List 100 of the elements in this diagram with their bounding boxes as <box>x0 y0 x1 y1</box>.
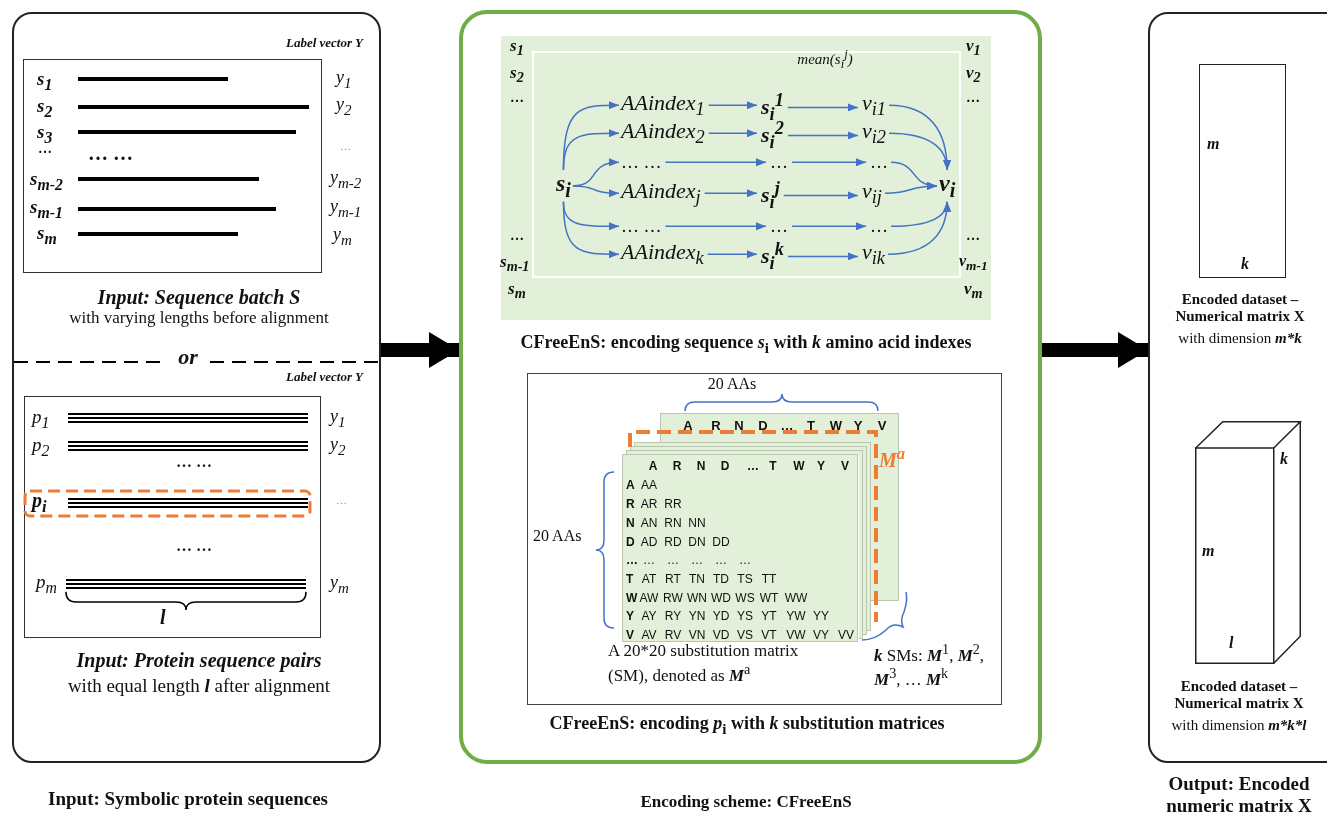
matrix-cell-text: VV <box>837 629 855 643</box>
dimension-label: l <box>1229 634 1234 653</box>
matrix-header: N <box>695 460 707 474</box>
math-symbol: y$_{m-2}$ <box>330 167 362 192</box>
math-symbol: y$_{1}$ <box>330 406 346 431</box>
ellipsis: … <box>510 228 524 245</box>
math-symbol: s$_{m}$ <box>37 222 57 248</box>
matrix-cell-text: … <box>714 554 728 568</box>
ellipsis: … <box>966 90 980 107</box>
matrix-cell-text: YY <box>812 610 830 624</box>
math-symbol: y$_{2}$ <box>336 94 352 119</box>
arrow <box>787 252 859 261</box>
matrix-cell-text: AN <box>639 517 659 531</box>
math-symbol: y$_{m}$ <box>330 572 349 597</box>
matrix-cell-text: WT <box>758 592 780 606</box>
dimension-label: m <box>1202 542 1215 561</box>
matrix-row-label: R <box>626 498 635 512</box>
matrix-cell-text: YD <box>711 610 731 624</box>
matrix-header: Y <box>852 419 864 434</box>
math-symbol: v$_{i2}$ <box>862 118 887 149</box>
matrix-label: M$^{a}$ <box>879 444 906 472</box>
matrix-row-label: W <box>626 592 638 606</box>
math-symbol: v$_{2}$ <box>966 63 981 86</box>
math-symbol: AAindex$_{2}$ <box>621 118 705 149</box>
panel-title: Output: Encoded numeric matrix X <box>1165 773 1313 817</box>
matrix-cell-text: WD <box>710 592 732 606</box>
matrix-cell-text: VY <box>812 629 830 643</box>
matrix-header: T <box>806 419 816 434</box>
matrix-cell-text: AD <box>639 536 659 550</box>
matrix-header: A <box>682 419 694 434</box>
caption-title: Encoded dataset – Numerical matrix X <box>1173 678 1305 713</box>
separator-label: or <box>177 344 199 370</box>
matrix-header: V <box>876 419 888 434</box>
math-symbol: v$_{m}$ <box>964 279 983 302</box>
matrix-cell-text: TN <box>688 573 706 587</box>
ellipsis: … … <box>176 537 212 556</box>
arrow <box>884 182 938 194</box>
math-symbol: v$_{i}$ <box>939 170 956 202</box>
math-symbol: p$_{m}$ <box>36 571 57 597</box>
arrow <box>664 222 767 231</box>
ellipsis: … <box>966 228 980 245</box>
math-symbol: s$_{1}$ <box>510 36 524 59</box>
caption-text: with dimension m*k <box>1177 330 1303 348</box>
matrix-cell-text: YT <box>760 610 778 624</box>
math-symbol: s$_{1}$ <box>37 68 53 94</box>
math-symbol: … … <box>621 216 662 237</box>
arrow <box>572 185 620 197</box>
matrix-cell-text: RV <box>663 629 683 643</box>
matrix-cell-text: DN <box>687 536 707 550</box>
description-text: A 20*20 substitution matrix (SM), denoted as M$^{a}$ <box>608 641 800 685</box>
matrix-header: W <box>792 460 806 474</box>
dimension-label: 20 AAs <box>533 527 582 546</box>
math-symbol: s$_{i}$ <box>556 170 571 202</box>
math-symbol: s$_{m-1}$ <box>30 196 63 222</box>
matrix-cell-text: YS <box>736 610 754 624</box>
ellipsis: … <box>340 140 351 153</box>
math-symbol: p$_{1}$ <box>32 406 50 432</box>
panel-title: Input: Symbolic protein sequences <box>47 788 329 810</box>
matrix-header: Y <box>816 460 826 474</box>
matrix-cell-text: YW <box>785 610 807 624</box>
caption-text: with varying lengths before alignment <box>68 308 330 328</box>
caption-text: with equal length l after alignment <box>66 675 332 697</box>
arrow <box>562 201 620 259</box>
math-symbol: v$_{ij}$ <box>862 178 882 209</box>
description-text: k SMs: M$^{1}$, M$^{2}$, M$^{3}$, … M$^{k}$ <box>874 641 986 690</box>
arrow <box>703 189 758 198</box>
ellipsis: … … <box>176 453 212 472</box>
matrix-cell-text: AW <box>638 592 660 606</box>
dimension-label: l <box>160 606 166 629</box>
arrow <box>783 191 859 200</box>
matrix-cell-text: RY <box>663 610 683 624</box>
formula-label: mean(s$_{i}$$^{j}$) <box>796 47 854 72</box>
math-symbol: s$_{m-2}$ <box>30 168 63 194</box>
matrix-cell-text: AA <box>640 479 658 493</box>
matrix-cell-text: … <box>642 554 656 568</box>
matrix-header: N <box>733 419 745 434</box>
table-heading: Label vector Y <box>285 36 363 51</box>
matrix-cell-text: … <box>690 554 704 568</box>
ellipsis: … <box>336 494 347 507</box>
matrix-header: D <box>719 460 731 474</box>
caption-title: CFreeEnS: encoding p$_{i}$ with k substitution matrices <box>548 713 946 738</box>
matrix-header: … <box>746 460 760 474</box>
arrow <box>562 129 620 171</box>
math-symbol: AAindex$_{1}$ <box>621 90 705 121</box>
caption-title: Input: Sequence batch S <box>96 286 302 309</box>
matrix-row-label: A <box>626 479 635 493</box>
ellipsis: … … <box>88 142 133 165</box>
matrix-cell-text: NN <box>687 517 707 531</box>
arrow <box>707 101 758 110</box>
math-symbol: v$_{m-1}$ <box>959 252 988 274</box>
matrix-row-label: T <box>626 573 634 587</box>
matrix-cell-text: AT <box>640 573 658 587</box>
math-symbol: s$_{m-1}$ <box>500 252 530 275</box>
matrix-cell-text: WS <box>734 592 756 606</box>
matrix-cell-text: … <box>666 554 680 568</box>
math-symbol: … <box>870 216 888 237</box>
matrix-cell-text: RD <box>663 536 683 550</box>
math-symbol: y$_{m-1}$ <box>330 196 362 221</box>
matrix-cell-text: RN <box>663 517 683 531</box>
arrow <box>706 250 758 259</box>
